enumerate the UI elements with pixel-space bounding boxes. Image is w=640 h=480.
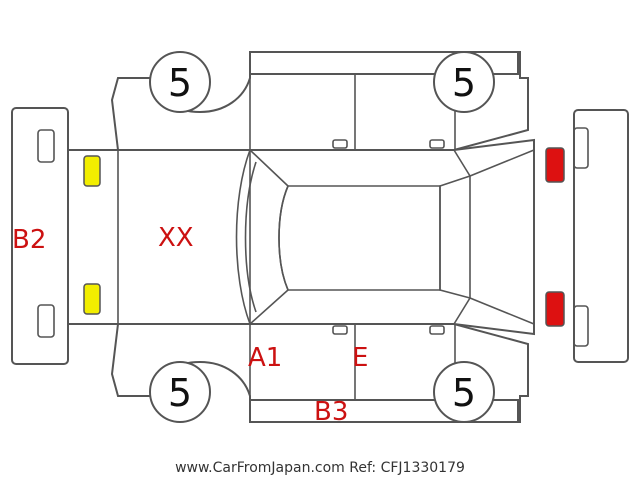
tire-front-right: 5	[433, 361, 495, 423]
tire-rear-left-label: 5	[168, 61, 192, 105]
tire-front-left-label: 5	[452, 61, 476, 105]
damage-code-rear-bumper: B2	[12, 225, 46, 255]
right-rear-door-handle	[332, 325, 348, 335]
tire-rear-right-label: 5	[168, 371, 192, 415]
front-lamp-upper	[545, 147, 565, 183]
damage-code-trunk: XX	[158, 223, 194, 253]
right-front-door-handle	[429, 325, 445, 335]
tire-rear-left: 5	[149, 51, 211, 113]
rear-lamp-lower	[83, 283, 101, 315]
front-bumper	[573, 109, 629, 363]
left-front-door-handle	[429, 139, 445, 149]
tire-rear-right: 5	[149, 361, 211, 423]
front-lamp-lower	[545, 291, 565, 327]
left-rear-door-handle	[332, 139, 348, 149]
top-view-body	[67, 138, 535, 336]
tire-front-right-label: 5	[452, 371, 476, 415]
damage-code-rocker: B3	[314, 397, 348, 427]
damage-code-rear-door: E	[352, 343, 368, 373]
rear-lamp-upper	[83, 155, 101, 187]
tire-front-left: 5	[433, 51, 495, 113]
damage-code-a-pillar: A1	[248, 343, 282, 373]
footer-reference: www.CarFromJapan.com Ref: CFJ1330179	[175, 460, 465, 476]
